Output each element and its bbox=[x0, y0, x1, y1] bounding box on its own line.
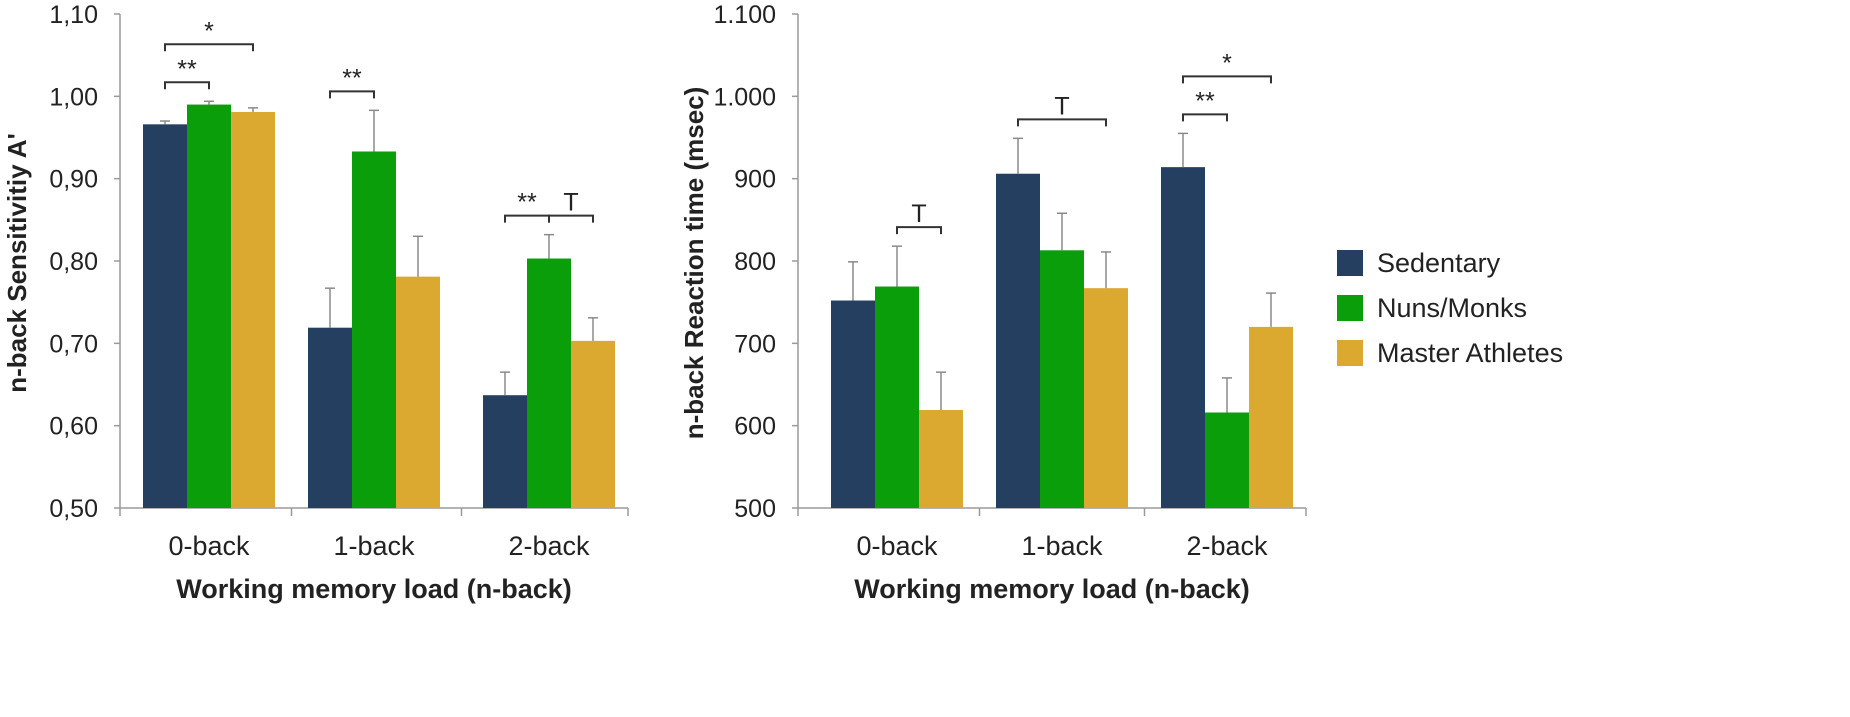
bar-master-athletes bbox=[231, 111, 275, 508]
significance-label: ** bbox=[177, 55, 197, 83]
x-axis-label: Working memory load (n-back) bbox=[854, 574, 1250, 604]
bar-nuns-monks bbox=[187, 104, 231, 509]
bar-master-athletes bbox=[571, 340, 615, 508]
y-tick-label: 1.000 bbox=[713, 83, 776, 111]
bar-nuns-monks bbox=[527, 258, 571, 508]
significance-bracket bbox=[1182, 75, 1272, 84]
legend: Sedentary Nuns/Monks Master Athletes bbox=[1337, 248, 1563, 368]
x-tick-label: 1-back bbox=[1021, 531, 1103, 561]
bar-nuns-monks bbox=[1040, 250, 1084, 508]
legend-swatch-sedentary bbox=[1337, 250, 1363, 276]
legend-label-nuns-monks: Nuns/Monks bbox=[1377, 293, 1527, 323]
y-tick-label: 0,70 bbox=[49, 330, 98, 358]
significance-bracket bbox=[504, 214, 550, 223]
y-tick-label: 0,80 bbox=[49, 248, 98, 276]
significance-bracket bbox=[1017, 118, 1107, 127]
y-tick-label: 1,10 bbox=[49, 1, 98, 29]
x-tick-label: 0-back bbox=[856, 531, 938, 561]
bar-sedentary bbox=[483, 395, 527, 508]
x-tick-label: 2-back bbox=[508, 531, 590, 561]
significance-bracket bbox=[896, 226, 942, 235]
chart-sensitivity: n-back Sensitivitiy A' Working memory lo… bbox=[2, 1, 629, 604]
bar-master-athletes bbox=[919, 410, 963, 508]
bar-sedentary bbox=[308, 327, 352, 508]
bar-master-athletes bbox=[1084, 288, 1128, 508]
bar-sedentary bbox=[831, 300, 875, 508]
y-tick-label: 900 bbox=[734, 166, 776, 194]
legend-swatch-nuns-monks bbox=[1337, 295, 1363, 321]
y-tick-label: 1.100 bbox=[713, 1, 776, 29]
legend-label-sedentary: Sedentary bbox=[1377, 248, 1501, 278]
y-tick-label: 500 bbox=[734, 495, 776, 523]
y-tick-label: 700 bbox=[734, 330, 776, 358]
x-tick-label: 2-back bbox=[1186, 531, 1268, 561]
bar-master-athletes bbox=[396, 276, 440, 508]
y-tick-label: 1,00 bbox=[49, 83, 98, 111]
x-axis-label: Working memory load (n-back) bbox=[176, 574, 572, 604]
y-axis-label: n-back Reaction time (msec) bbox=[679, 87, 709, 440]
bar-sedentary bbox=[1161, 167, 1205, 508]
bar-nuns-monks bbox=[875, 286, 919, 508]
significance-label: T bbox=[1054, 92, 1069, 120]
significance-label: ** bbox=[517, 189, 537, 217]
chart-reaction-time: n-back Reaction time (msec) Working memo… bbox=[679, 1, 1307, 604]
y-tick-label: 800 bbox=[734, 248, 776, 276]
significance-bracket bbox=[329, 90, 375, 99]
significance-label: T bbox=[563, 189, 578, 217]
significance-bracket bbox=[164, 43, 254, 52]
bar-master-athletes bbox=[1249, 326, 1293, 508]
x-tick-label: 1-back bbox=[333, 531, 415, 561]
legend-label-master-athletes: Master Athletes bbox=[1377, 338, 1563, 368]
significance-label: * bbox=[1222, 49, 1232, 77]
significance-label: T bbox=[911, 200, 926, 228]
x-tick-label: 0-back bbox=[168, 531, 250, 561]
bar-nuns-monks bbox=[1205, 412, 1249, 508]
significance-label: * bbox=[204, 17, 214, 45]
y-tick-label: 600 bbox=[734, 413, 776, 441]
legend-swatch-master-athletes bbox=[1337, 340, 1363, 366]
significance-bracket bbox=[164, 81, 210, 90]
bar-sedentary bbox=[996, 173, 1040, 508]
bar-nuns-monks bbox=[352, 151, 396, 508]
y-axis-label: n-back Sensitivitiy A' bbox=[2, 133, 32, 393]
significance-label: ** bbox=[342, 64, 362, 92]
y-tick-label: 0,90 bbox=[49, 166, 98, 194]
significance-bracket bbox=[1182, 113, 1228, 122]
bar-sedentary bbox=[143, 124, 187, 509]
y-tick-label: 0,60 bbox=[49, 413, 98, 441]
y-tick-label: 0,50 bbox=[49, 495, 98, 523]
significance-bracket bbox=[548, 214, 594, 223]
significance-label: ** bbox=[1195, 87, 1215, 115]
